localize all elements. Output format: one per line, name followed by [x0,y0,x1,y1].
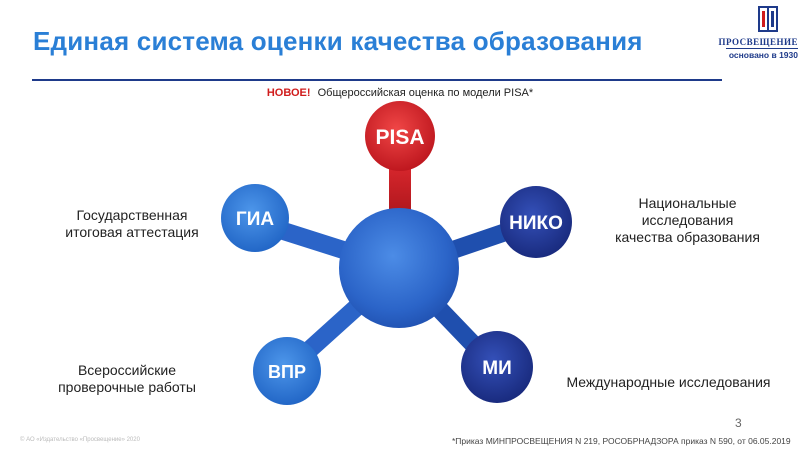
copyright-text: © АО «Издательство «Просвещение» 2020 [20,437,140,443]
title-divider [32,79,722,81]
node-gia-label: ГИА [236,209,274,230]
page-number: 3 [735,416,742,430]
label-vpr: Всероссийские проверочные работы [42,362,212,396]
label-niko-line-3: качества образования [615,229,760,245]
node-niko-label: НИКО [509,213,563,234]
announcement-text: Общероссийская оценка по модели PISA* [317,87,534,99]
label-mi: Международные исследования [556,374,781,391]
logo-subtitle: основано в 1930 [728,50,798,60]
label-niko-line-2: исследования [641,212,734,228]
label-gia-line-2: итоговая аттестация [65,224,199,240]
label-vpr-line-1: Всероссийские [77,362,177,378]
node-mi-label: МИ [482,358,511,379]
label-gia: Государственная итоговая аттестация [52,207,212,241]
page-title: Единая система оценки качества образован… [33,26,643,56]
connector-pisa [389,155,411,223]
node-niko: НИКО [500,186,572,258]
label-niko: Национальные исследования качества образ… [600,195,775,246]
book-emblem-icon [758,6,778,32]
label-gia-line-1: Государственная [76,207,188,223]
announcement: НОВОЕ! Общероссийская оценка по модели P… [0,87,800,99]
node-vpr: ВПР [253,337,321,405]
logo-name: ПРОСВЕЩЕНИЕ [718,37,798,47]
label-niko-line-1: Национальные [638,195,737,211]
label-mi-line-1: Международные исследования [566,374,771,390]
node-vpr-label: ВПР [268,362,306,382]
footnote: *Приказ МИНПРОСВЕЩЕНИЯ N 219, РОСОБРНАДЗ… [452,436,791,446]
center-hub [339,208,459,328]
new-tag: НОВОЕ! [266,87,311,99]
publisher-logo: ПРОСВЕЩЕНИЕ основано в 1930 [718,4,800,64]
label-vpr-line-2: проверочные работы [58,379,196,395]
node-pisa-label: PISA [375,126,424,149]
logo-divider [726,48,798,49]
node-pisa: PISA [365,101,435,171]
node-mi: МИ [461,331,533,403]
node-gia: ГИА [221,184,289,252]
